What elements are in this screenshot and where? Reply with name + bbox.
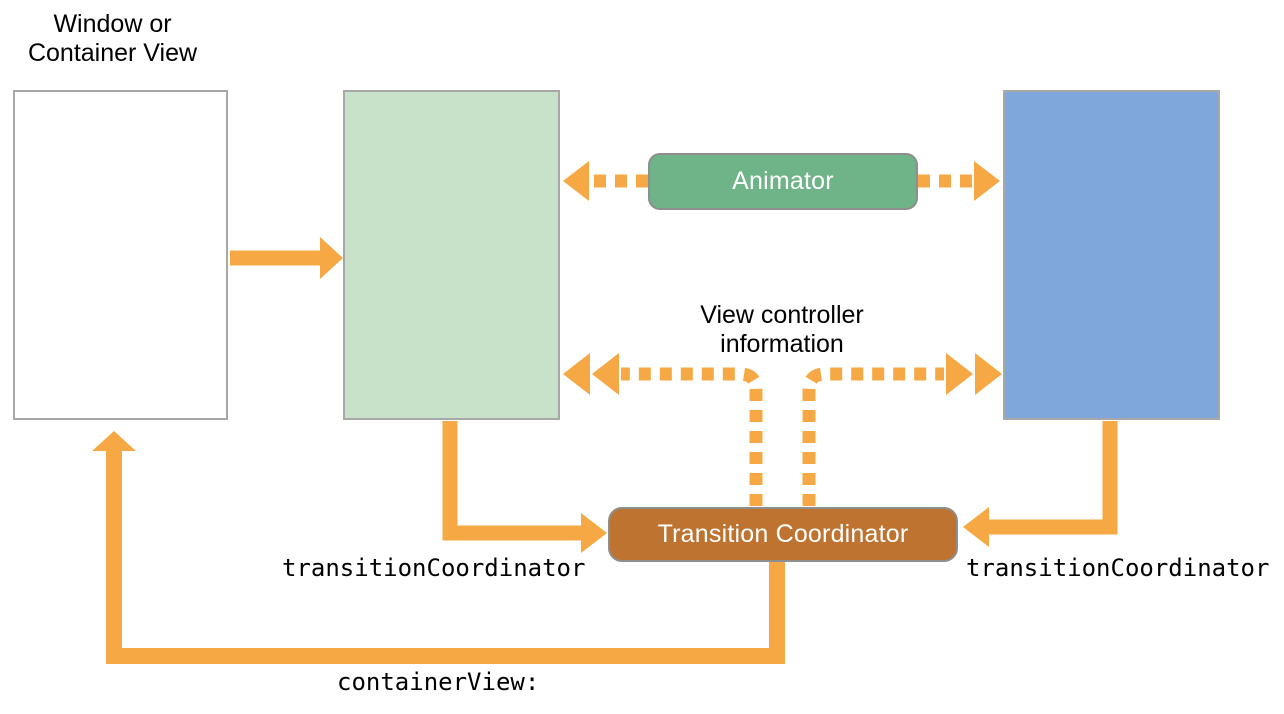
vc-info-left-arrowhead-inner xyxy=(592,353,619,395)
animator-left-dashed-arrow xyxy=(563,161,648,201)
container-view-code-label: containerView: xyxy=(337,668,540,696)
vc-info-left-arrowhead-outer xyxy=(563,353,590,395)
vc-info-left-dashed-arrow xyxy=(563,353,763,506)
vc-info-right-dashed-path xyxy=(802,367,944,506)
blue-to-coordinator-arrowhead xyxy=(963,507,989,547)
green-to-coordinator-arrow xyxy=(442,421,607,553)
window-container-label: Window or Container View xyxy=(27,10,198,67)
vc-info-right-dashed-arrow xyxy=(802,353,1002,506)
blue-to-coordinator-arrow xyxy=(963,421,1118,547)
blue-to-coordinator-shaft xyxy=(988,421,1118,535)
green-to-coordinator-arrowhead xyxy=(581,513,607,553)
vc-info-left-dashed-path xyxy=(621,367,763,506)
green-view-box xyxy=(343,90,560,420)
window-to-green-arrow xyxy=(230,237,343,279)
view-controller-information-label: View controller information xyxy=(700,301,864,358)
green-to-coordinator-shaft xyxy=(442,421,582,541)
vc-info-right-arrowhead-outer xyxy=(975,353,1002,395)
animator-right-arrowhead xyxy=(974,161,1000,201)
animator-right-dashed-arrow xyxy=(918,161,1000,201)
transition-coordinator-box: Transition Coordinator xyxy=(608,507,958,562)
window-container-box xyxy=(13,90,228,420)
animator-box: Animator xyxy=(648,153,918,210)
blue-view-box xyxy=(1003,90,1220,420)
coordinator-to-window-arrowhead xyxy=(92,431,136,451)
animator-left-arrowhead xyxy=(563,161,589,201)
window-to-green-arrowhead xyxy=(320,237,343,279)
vc-info-right-arrowhead-inner xyxy=(946,353,973,395)
transition-coordinator-left-code-label: transitionCoordinator xyxy=(282,554,586,582)
transition-coordinator-right-code-label: transitionCoordinator xyxy=(966,554,1270,582)
